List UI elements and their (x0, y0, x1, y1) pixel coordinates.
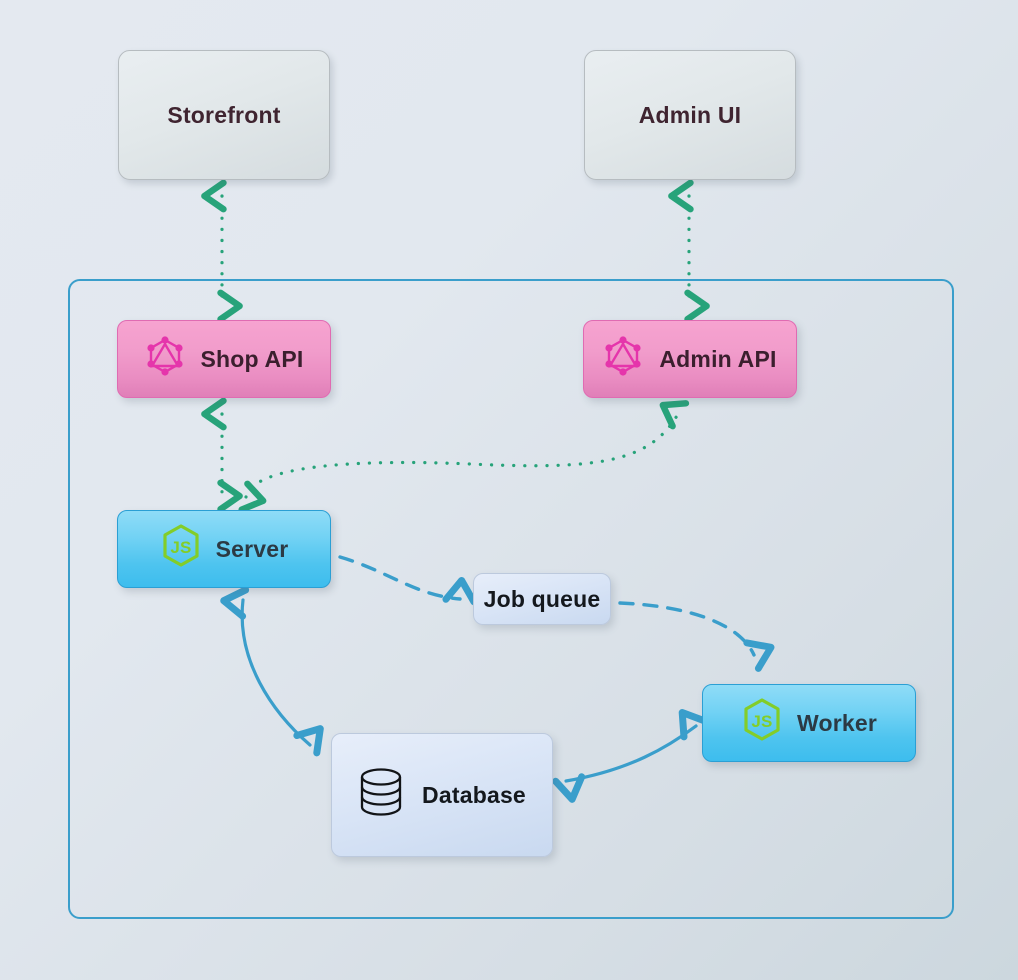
node-job-queue[interactable]: Job queue (473, 573, 611, 625)
node-shop-api-label: Shop API (200, 345, 304, 372)
node-job-queue-label: Job queue (483, 585, 601, 612)
node-admin-api[interactable]: Admin API (583, 320, 797, 398)
nodejs-icon: JS (160, 523, 202, 575)
node-storefront[interactable]: Storefront (118, 50, 330, 180)
graphql-icon (145, 335, 185, 383)
node-worker-label: Worker (796, 709, 878, 736)
node-database[interactable]: Database (331, 733, 553, 857)
graphql-icon (603, 335, 643, 383)
node-storefront-label: Storefront (167, 101, 281, 128)
node-worker[interactable]: JS Worker (702, 684, 916, 762)
node-database-label: Database (422, 781, 526, 808)
node-admin-api-label: Admin API (659, 345, 777, 372)
node-admin-ui[interactable]: Admin UI (584, 50, 796, 180)
nodejs-icon: JS (741, 697, 783, 749)
node-server[interactable]: JS Server (117, 510, 331, 588)
node-server-label: Server (215, 535, 289, 562)
vendure-server-container (68, 279, 954, 919)
svg-text:JS: JS (751, 712, 772, 731)
node-shop-api[interactable]: Shop API (117, 320, 331, 398)
svg-text:JS: JS (170, 538, 191, 557)
node-admin-ui-label: Admin UI (638, 101, 742, 128)
database-icon (358, 766, 404, 824)
